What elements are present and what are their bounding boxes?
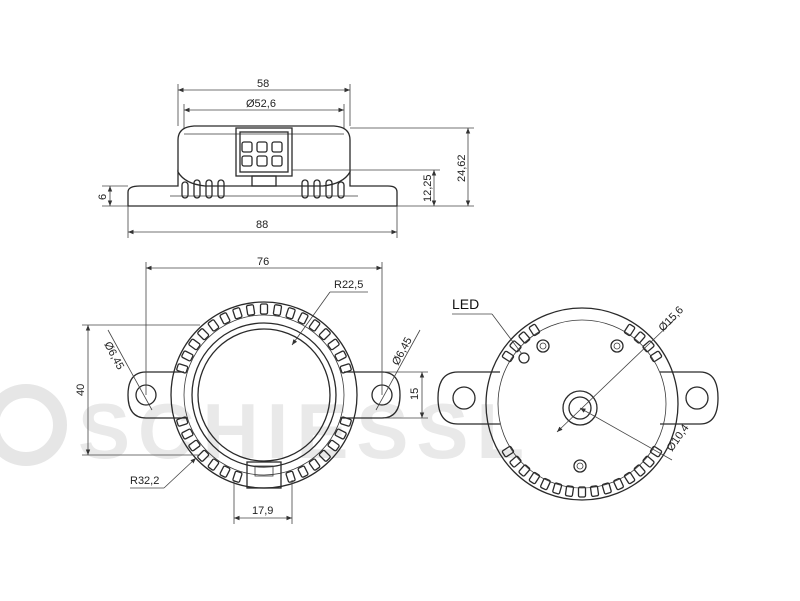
fin-slot <box>509 340 522 353</box>
dim-radius-outer: R32,2 <box>130 475 159 487</box>
dim-width-top: 58 <box>257 78 269 90</box>
fin-slot <box>297 465 309 478</box>
bottom-view-disc <box>485 307 679 501</box>
bottom-view-ear-left <box>437 371 500 425</box>
dim-diameter-outer: Ø15,6 <box>657 304 686 334</box>
fin-slot <box>327 439 340 452</box>
top-view-fins <box>176 303 352 483</box>
dim-height-total: 24,62 <box>456 154 468 182</box>
fin-slot <box>334 428 347 440</box>
fin-slot <box>188 338 201 351</box>
top-view-connector <box>246 461 282 489</box>
dim-radius-inner: R22,5 <box>334 279 363 291</box>
side-view-body <box>177 125 351 172</box>
fin-slot <box>540 477 551 491</box>
dim-top-width: 76 <box>257 256 269 268</box>
bottom-view-center-outer <box>562 390 598 426</box>
fin-slot <box>339 363 352 374</box>
side-view-fins <box>181 179 345 199</box>
fin-slot <box>577 486 587 498</box>
top-view-inner-ring <box>191 322 337 468</box>
fin-slot <box>633 331 646 344</box>
fin-slot <box>232 470 243 483</box>
dim-top-height: 40 <box>75 384 87 396</box>
fin-slot <box>308 458 321 471</box>
fin-slot <box>285 307 296 320</box>
fin-slot <box>642 340 655 353</box>
fin-slot <box>297 312 309 325</box>
watermark: SCHIESSL <box>0 384 532 475</box>
side-view: 58 Ø52,6 24,62 12,25 6 88 <box>97 78 474 238</box>
fin-slot <box>219 312 231 325</box>
dim-hole-right: Ø6,45 <box>390 335 415 367</box>
fin-slot <box>649 350 663 363</box>
fin-slot <box>308 319 321 332</box>
fin-slot <box>564 485 575 498</box>
fin-slot <box>623 323 636 337</box>
fin-slot <box>552 482 563 495</box>
bottom-view-hole-left <box>452 386 476 410</box>
fin-slot <box>509 455 522 468</box>
bottom-view: LED Ø15,6 Ø10,4 <box>437 296 719 501</box>
fin-slot <box>518 331 531 344</box>
fin-slot <box>623 471 636 485</box>
fin-slot <box>318 449 331 462</box>
fin-slot <box>339 416 352 427</box>
bottom-view-center-inner <box>568 396 592 420</box>
watermark-text: SCHIESSL <box>78 387 532 475</box>
led-marker <box>518 352 530 364</box>
fin-slot <box>232 307 243 320</box>
fin-slot <box>327 338 340 351</box>
dim-diameter-top: Ø52,6 <box>246 98 276 110</box>
dim-diameter-inner: Ø10,4 <box>665 422 692 453</box>
fin-slot <box>207 319 220 332</box>
fin-slot <box>649 445 663 458</box>
fin-slot <box>245 304 256 316</box>
fin-slot <box>501 445 515 458</box>
fin-slot <box>589 485 600 498</box>
fin-slot <box>334 350 347 362</box>
fin-slot <box>176 363 189 374</box>
top-view-ring-mid <box>183 314 345 476</box>
bottom-view-hole-right <box>685 386 709 410</box>
fin-slot <box>181 428 194 440</box>
dim-tab-height: 15 <box>409 388 421 400</box>
side-view-connector <box>235 127 293 187</box>
fin-slot <box>601 482 612 495</box>
watermark-logo-icon <box>0 384 67 466</box>
fin-slot <box>197 328 210 341</box>
top-view-flange <box>146 371 382 419</box>
dim-height-body: 12,25 <box>422 174 434 202</box>
fin-slot <box>272 304 283 316</box>
bottom-view-ear-right <box>660 371 719 425</box>
fin-slot <box>518 464 531 477</box>
dim-width-base: 88 <box>256 219 268 231</box>
fin-slot <box>176 416 189 427</box>
fin-slot <box>318 328 331 341</box>
dim-flange-thickness: 6 <box>97 194 109 200</box>
dim-connector-width: 17,9 <box>252 505 273 517</box>
fin-slot <box>259 303 269 315</box>
side-view-flange <box>127 169 398 207</box>
fin-slot <box>188 439 201 452</box>
led-label: LED <box>452 296 479 312</box>
fin-slot <box>207 458 220 471</box>
fin-slot <box>181 350 194 362</box>
fin-slot <box>528 323 541 337</box>
fin-slot <box>501 350 515 363</box>
fin-slot <box>642 455 655 468</box>
fin-slot <box>528 471 541 485</box>
fin-slot <box>633 464 646 477</box>
fin-slot <box>197 449 210 462</box>
fin-slot <box>613 477 624 491</box>
fin-slot <box>219 465 231 478</box>
